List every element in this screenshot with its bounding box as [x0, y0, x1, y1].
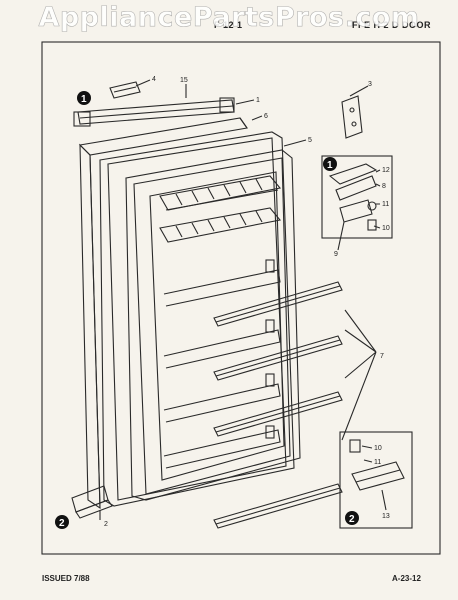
callout-8: 8 [382, 183, 386, 190]
badge-2-inset: 2 [345, 511, 359, 525]
detail-callout-11: 11 [374, 459, 381, 466]
inner-door-liner [125, 149, 301, 501]
callout-1: 1 [256, 97, 260, 104]
callout-11: 11 [382, 201, 389, 208]
handle-insert [109, 81, 141, 99]
callout-7: 7 [380, 353, 384, 360]
bottom-bracket-inset [339, 431, 413, 529]
badge-1-door: 1 [77, 91, 91, 105]
diagram-frame [41, 41, 441, 555]
footer-page-code: A-23-12 [392, 574, 421, 583]
outer-door-panel [78, 117, 248, 510]
door-shelf-rails [213, 281, 377, 529]
door-gasket [99, 131, 295, 507]
callout-3: 3 [368, 81, 372, 88]
svg-text:2: 2 [349, 514, 355, 525]
hinge-detail-inset [321, 155, 393, 239]
hinge-bracket [341, 95, 363, 139]
detail-callout-13: 13 [382, 513, 390, 520]
callout-6: 6 [264, 113, 268, 120]
callout-10: 10 [382, 225, 390, 232]
detail-callout-10: 10 [374, 445, 382, 452]
header-model: F 12 1 [214, 20, 243, 30]
callout-9: 9 [334, 251, 338, 258]
svg-text:2: 2 [59, 518, 65, 529]
footer-issued: ISSUED 7/88 [42, 574, 90, 583]
top-hinge-bar [73, 97, 235, 127]
svg-text:1: 1 [327, 160, 333, 171]
callout-4: 4 [152, 76, 156, 83]
header-section-title: FI E H 2 D DOOR [352, 20, 432, 30]
svg-text:1: 1 [81, 94, 87, 105]
bottom-hinge-bracket [71, 485, 113, 519]
badge-2-door: 2 [55, 515, 69, 529]
callout-5: 5 [308, 137, 312, 144]
callout-15: 15 [180, 77, 188, 84]
badge-1-inset: 1 [323, 157, 337, 171]
callout-12: 12 [382, 167, 390, 174]
callout-2: 2 [104, 521, 108, 528]
